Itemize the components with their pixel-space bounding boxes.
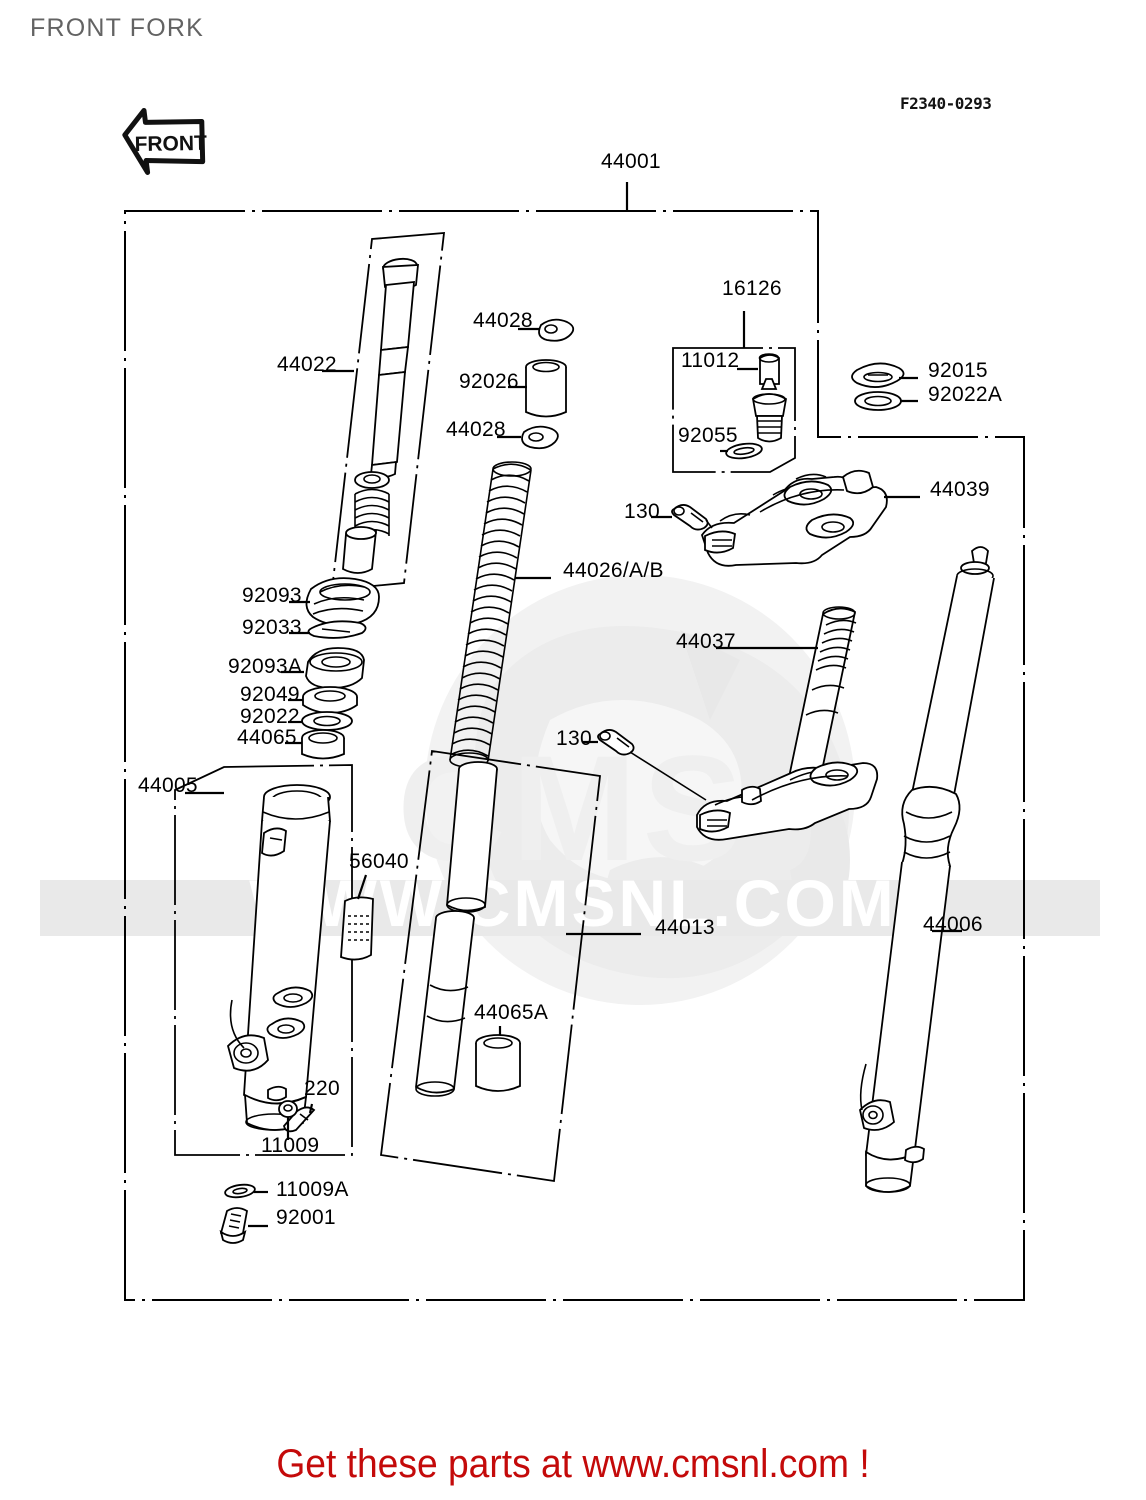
part-44065a-bushing xyxy=(475,1034,521,1092)
part-number-gasket-drain: 11009A xyxy=(276,1178,349,1201)
parts-diagram: .ln { stroke:#000; stroke-width:2; fill:… xyxy=(40,182,1100,1301)
part-number-dust-seal: 92093 xyxy=(242,584,302,607)
part-number-bushing-outer: 44065 xyxy=(237,726,297,749)
group-44013 xyxy=(379,749,641,1183)
part-92026-collar xyxy=(525,359,567,418)
part-44028-lower xyxy=(521,425,559,450)
part-92093-dust-seal xyxy=(305,577,380,626)
group-44022 xyxy=(322,232,446,592)
part-number-gasket: 11009 xyxy=(261,1134,320,1157)
part-number-drain-bolt: 92001 xyxy=(276,1206,336,1229)
part-number-collar: 92026 xyxy=(459,370,519,393)
part-number-fork-leg-complete: 44006 xyxy=(923,913,983,936)
part-92022-washer xyxy=(301,711,353,731)
part-44039-upper-bracket xyxy=(701,469,888,567)
part-44065-bushing xyxy=(301,729,345,760)
part-number-washer-fork: 92022 xyxy=(240,705,300,728)
part-92022a-washer xyxy=(854,391,902,411)
part-number-upper-bracket: 44039 xyxy=(930,478,990,501)
part-44005-outer-tube xyxy=(226,784,331,1131)
part-number-bolt-upper: 130 xyxy=(624,500,660,523)
part-44037-steering-stem xyxy=(696,606,879,841)
part-number-washer: 92022A xyxy=(928,383,1003,406)
part-92033-snap-ring xyxy=(307,620,367,639)
part-44006-fork-leg xyxy=(859,546,995,1193)
front-direction-marker: FRONT xyxy=(122,107,207,175)
part-130-bolt-lower xyxy=(597,729,707,801)
diagram-reference-code: F2340-0293 xyxy=(900,94,992,113)
part-number-valve-assembly-group: 16126 xyxy=(722,277,782,300)
part-number-steering-stem: 44037 xyxy=(676,630,736,653)
part-number-cap: 11012 xyxy=(681,349,740,372)
part-92093a-oil-seal xyxy=(305,647,365,689)
part-number-damper-assembly-group: 44022 xyxy=(277,353,337,376)
part-44028-upper xyxy=(538,318,575,342)
parts-washer-collar-column xyxy=(497,318,575,450)
part-220-screw xyxy=(283,1106,316,1133)
part-number-bushing-inner: 44065A xyxy=(474,1001,549,1024)
part-130-bolt-upper xyxy=(671,504,709,531)
part-number-label-sticker: 56040 xyxy=(349,850,409,873)
group-44005 xyxy=(174,764,353,1156)
part-11012-cap xyxy=(758,353,780,385)
page-title: FRONT FORK xyxy=(30,14,205,42)
part-number-washer-upper: 44028 xyxy=(473,309,533,332)
part-number-inner-tube-group: 44013 xyxy=(655,916,715,939)
part-number-nut: 92015 xyxy=(928,359,988,382)
front-label: FRONT xyxy=(134,132,207,156)
part-number-bolt-lower: 130 xyxy=(556,727,592,750)
part-number-fork-spring: 44026/A/B xyxy=(563,559,664,582)
part-number-fork-assembly-group: 44001 xyxy=(601,150,661,173)
part-44026-fork-spring xyxy=(449,461,551,768)
part-number-snap-ring: 92033 xyxy=(242,616,302,639)
part-44013-inner-tube xyxy=(415,761,498,1097)
part-number-screw: 220 xyxy=(304,1077,340,1100)
part-number-oil-seal: 92093A xyxy=(228,655,303,678)
part-56040-label xyxy=(340,896,374,961)
part-damper-spring xyxy=(354,488,390,536)
group-boundary-44001 xyxy=(124,182,1025,1301)
group-16126 xyxy=(672,311,796,473)
part-number-washer-lower: 44028 xyxy=(446,418,506,441)
part-92049-seal xyxy=(302,686,358,714)
part-92055-oring xyxy=(725,442,763,460)
parts-seal-stack xyxy=(281,577,380,760)
part-44022-damper xyxy=(342,257,420,574)
part-number-o-ring: 92055 xyxy=(678,424,738,447)
part-92015-nut xyxy=(851,362,905,388)
parts-stem-nut-washer xyxy=(851,362,918,411)
part-number-seal: 92049 xyxy=(240,683,300,706)
part-11009-gasket xyxy=(278,1100,298,1118)
part-92001-drain-bolt xyxy=(219,1207,248,1244)
part-drain-valve xyxy=(752,378,787,443)
part-number-outer-tube-group: 44005 xyxy=(138,774,198,797)
footer-cta: Get these parts at www.cmsnl.com ! xyxy=(276,1442,870,1486)
part-11009a-gasket xyxy=(224,1183,256,1199)
